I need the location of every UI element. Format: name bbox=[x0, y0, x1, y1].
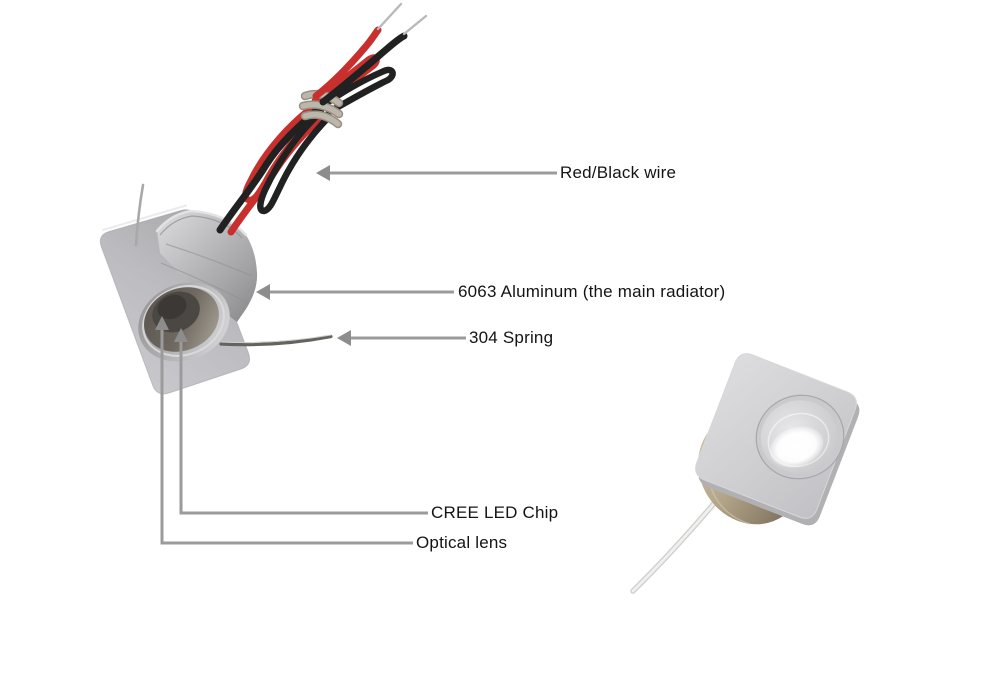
red-black-wire-arrowhead bbox=[316, 165, 330, 181]
spring-pin-left bbox=[134, 183, 145, 247]
optical-lens-line bbox=[160, 330, 413, 545]
rear-wire bbox=[630, 491, 725, 594]
callout-optical-lens bbox=[155, 316, 413, 545]
red-wire-free-end bbox=[312, 26, 382, 100]
black-wire-lower-loop bbox=[257, 108, 330, 215]
label-optical-lens: Optical lens bbox=[416, 533, 508, 552]
black-wire bbox=[216, 66, 396, 234]
lens-inner-ring-2 bbox=[767, 412, 830, 468]
lens-collar-highlight bbox=[142, 285, 225, 357]
callout-lines bbox=[155, 165, 557, 545]
body-seam-line-2 bbox=[160, 262, 249, 304]
callout-cree-led-chip bbox=[174, 328, 428, 515]
cree-led-chip-line bbox=[179, 342, 428, 515]
faceplate-edge-highlight bbox=[102, 204, 187, 231]
body-seam-line-1 bbox=[165, 243, 253, 277]
label-aluminum-radiator: 6063 Aluminum (the main radiator) bbox=[458, 282, 726, 301]
front-view-illustration bbox=[630, 353, 860, 594]
black-wire-hairpin bbox=[317, 66, 396, 116]
black-wire-free-end bbox=[319, 32, 408, 106]
label-red-black-wire: Red/Black wire bbox=[560, 163, 677, 182]
red-wire-bare-tip bbox=[376, 2, 403, 31]
callout-spring bbox=[337, 330, 466, 346]
lens-glow-2 bbox=[769, 426, 824, 468]
spring-arrowhead bbox=[337, 330, 351, 346]
main-unit-illustration bbox=[99, 2, 428, 395]
black-wire-bare-tip bbox=[402, 14, 428, 36]
spring-pin-right-highlight bbox=[220, 334, 332, 344]
cree-led-chip-arrowhead bbox=[174, 328, 188, 342]
label-cree-led-chip: CREE LED Chip bbox=[431, 503, 559, 522]
callout-aluminum bbox=[256, 284, 454, 300]
label-304-spring: 304 Spring bbox=[469, 328, 554, 347]
optical-lens-arrowhead bbox=[155, 316, 169, 330]
wire-tie-band bbox=[298, 89, 344, 129]
led-chip-area bbox=[157, 294, 187, 320]
spring-pin-right bbox=[219, 334, 333, 347]
black-wire-main bbox=[216, 107, 320, 234]
aluminum-arrowhead bbox=[256, 284, 270, 300]
callout-red-black-wire bbox=[316, 165, 557, 181]
